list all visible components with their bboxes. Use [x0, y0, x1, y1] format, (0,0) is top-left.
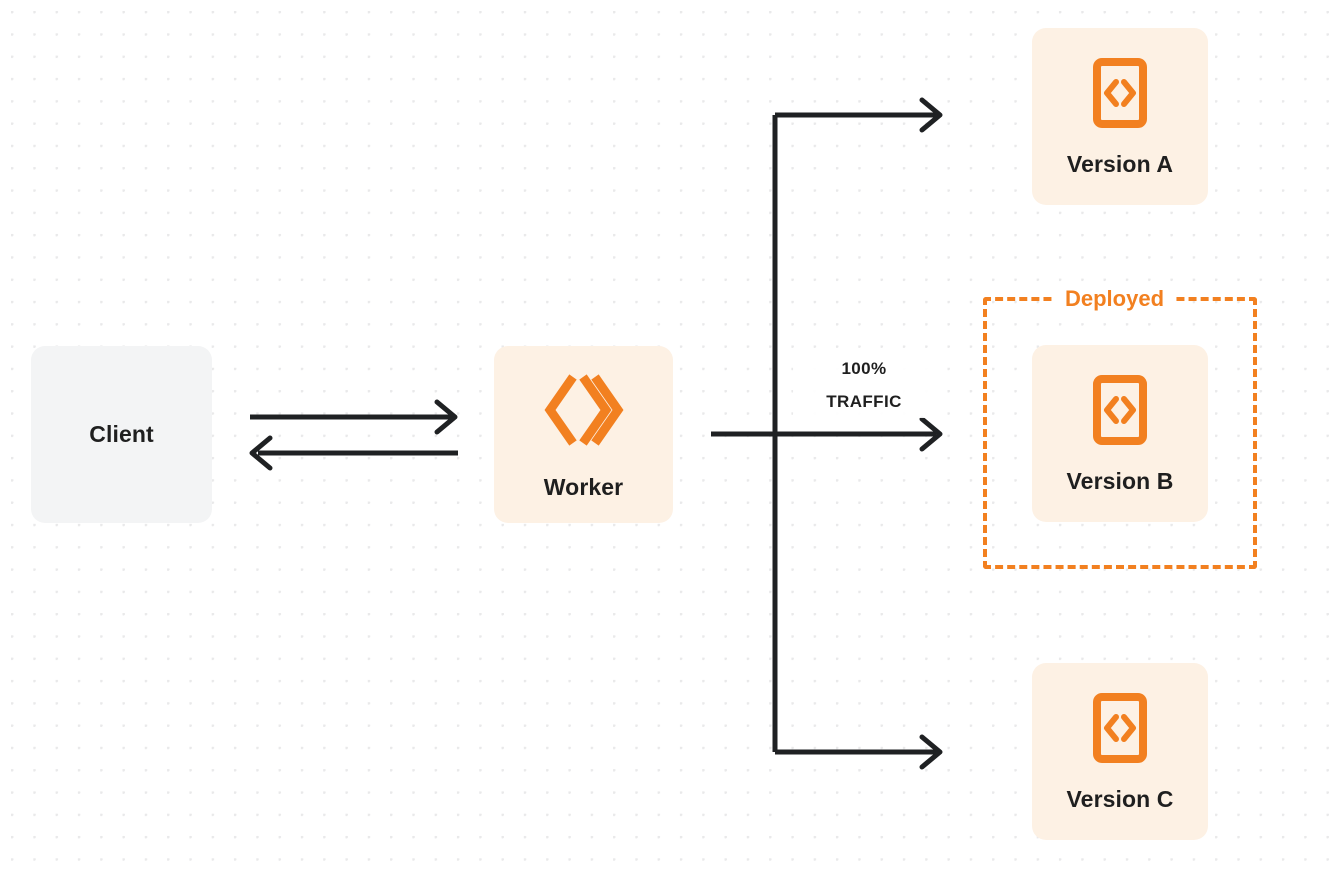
edge-worker-to-client — [249, 435, 458, 471]
node-version-c[interactable]: Version C — [1032, 663, 1208, 840]
node-version-c-label: Version C — [1066, 786, 1174, 812]
cloudflare-workers-logo-icon — [542, 371, 626, 454]
traffic-percent: 100% — [841, 359, 887, 378]
node-version-b-label: Version B — [1066, 468, 1174, 494]
node-version-b[interactable]: Version B — [1032, 345, 1208, 522]
traffic-label: 100% TRAFFIC — [793, 352, 935, 419]
deployed-badge: Deployed — [1054, 288, 1176, 310]
node-version-a-label: Version A — [1066, 151, 1174, 177]
node-worker[interactable]: Worker — [494, 346, 673, 523]
node-client[interactable]: Client — [31, 346, 212, 523]
code-brackets-icon — [1092, 374, 1148, 451]
code-brackets-icon — [1092, 57, 1148, 134]
traffic-word: TRAFFIC — [826, 392, 902, 412]
code-brackets-icon — [1092, 692, 1148, 769]
arrowhead-version-a — [919, 97, 943, 133]
arrowhead-version-b — [919, 416, 943, 452]
node-worker-label: Worker — [543, 473, 624, 500]
arrowhead-version-c — [919, 734, 943, 770]
edge-client-to-worker — [250, 399, 458, 435]
node-version-a[interactable]: Version A — [1032, 28, 1208, 205]
edge-worker-to-versions — [711, 97, 943, 770]
node-client-label: Client — [89, 421, 154, 447]
